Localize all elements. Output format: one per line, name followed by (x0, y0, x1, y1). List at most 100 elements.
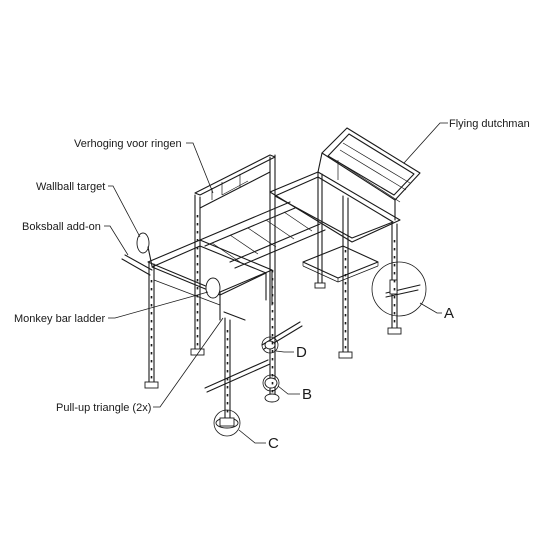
upright-hole (150, 320, 153, 323)
upright-hole (271, 382, 274, 385)
upright-hole (196, 239, 199, 242)
leader-d (275, 350, 294, 353)
monkey-bar-ladder (199, 201, 326, 269)
upright-hole (196, 287, 199, 290)
upright-hole (150, 288, 153, 291)
upright-hole (150, 280, 153, 283)
upright-hole (226, 370, 229, 373)
rear-platform (302, 245, 379, 283)
upright-hole (196, 327, 199, 330)
upright-hole (196, 319, 199, 322)
callout-c: C (268, 435, 279, 452)
upright-hole (344, 330, 347, 333)
upright-hole (150, 352, 153, 355)
rear-bay-frame (264, 171, 402, 403)
upright-hole (393, 312, 396, 315)
upright-hole (271, 278, 274, 281)
callout-a: A (444, 305, 454, 322)
upright-hole (393, 240, 396, 243)
leader-wallball (108, 185, 141, 238)
upright-hole (271, 350, 274, 353)
upright-hole (271, 310, 274, 313)
upright-hole (344, 306, 347, 309)
upright-hole (344, 298, 347, 301)
upright-hole (226, 386, 229, 389)
flying-dutchman (317, 127, 421, 221)
detail-a-bracket (385, 279, 421, 298)
upright-hole (226, 410, 229, 413)
upright-hole (196, 335, 199, 338)
upright-hole (344, 266, 347, 269)
detail-circle-a (371, 261, 427, 317)
upright-hole (150, 368, 153, 371)
rig-frame (121, 127, 421, 429)
upright-hole (271, 366, 274, 369)
upright-hole (150, 360, 153, 363)
detail-c-base (219, 417, 235, 427)
label-monkey: Monkey bar ladder (14, 313, 105, 325)
upright-hole (271, 302, 274, 305)
upright-hole (226, 362, 229, 365)
label-flying-dutchman: Flying dutchman (449, 118, 530, 130)
upright-hole (226, 330, 229, 333)
leader-c (238, 429, 266, 444)
upright-hole (196, 279, 199, 282)
upright-hole (196, 295, 199, 298)
upright-hole (150, 344, 153, 347)
upright-hole (150, 312, 153, 315)
upright-hole (344, 338, 347, 341)
upright-hole (344, 258, 347, 261)
upright-hole (271, 286, 274, 289)
detail-circle-d (261, 336, 279, 354)
upright-hole (271, 326, 274, 329)
upright-hole (271, 342, 274, 345)
label-boksball: Boksball add-on (22, 221, 101, 233)
upright-hole (393, 248, 396, 251)
leader-lines (104, 122, 448, 444)
upright-hole (196, 231, 199, 234)
upright-hole (150, 336, 153, 339)
leader-a (419, 302, 442, 314)
rings-raise-frame (194, 154, 276, 209)
upright-hole (393, 256, 396, 259)
upright-hole (271, 318, 274, 321)
detail-circle-b (262, 374, 280, 392)
upright-hole (196, 303, 199, 306)
upright-hole (196, 255, 199, 258)
upright-hole (150, 304, 153, 307)
upright-hole (226, 394, 229, 397)
upright-hole (196, 215, 199, 218)
upright-hole (271, 270, 274, 273)
wallball-target-disc (136, 232, 150, 254)
upright-hole (271, 358, 274, 361)
label-verhoging: Verhoging voor ringen (74, 138, 182, 150)
leader-b (277, 385, 300, 395)
upright-hole (226, 338, 229, 341)
leader-flying-dutchman (403, 122, 448, 164)
upright-hole (393, 288, 396, 291)
upright-hole (393, 296, 396, 299)
leader-verhoging (186, 142, 214, 194)
upright-hole (196, 343, 199, 346)
callout-d: D (296, 344, 307, 361)
label-pullup: Pull-up triangle (2x) (56, 402, 151, 414)
upright-hole (196, 311, 199, 314)
boksball-disc (205, 277, 221, 299)
upright-hole (344, 314, 347, 317)
leader-pullup (153, 317, 224, 408)
label-wallball: Wallball target (36, 181, 105, 193)
upright-hole (393, 304, 396, 307)
upright-hole (393, 272, 396, 275)
upright-hole (271, 334, 274, 337)
upright-hole (344, 250, 347, 253)
upright-hole (344, 282, 347, 285)
upright-hole (344, 274, 347, 277)
upright-hole (393, 280, 396, 283)
leader-boksball (104, 225, 129, 256)
detail-circle-c (213, 409, 241, 437)
callout-b: B (302, 386, 312, 403)
upright-hole (226, 346, 229, 349)
upright-hole (344, 346, 347, 349)
upright-hole (393, 320, 396, 323)
